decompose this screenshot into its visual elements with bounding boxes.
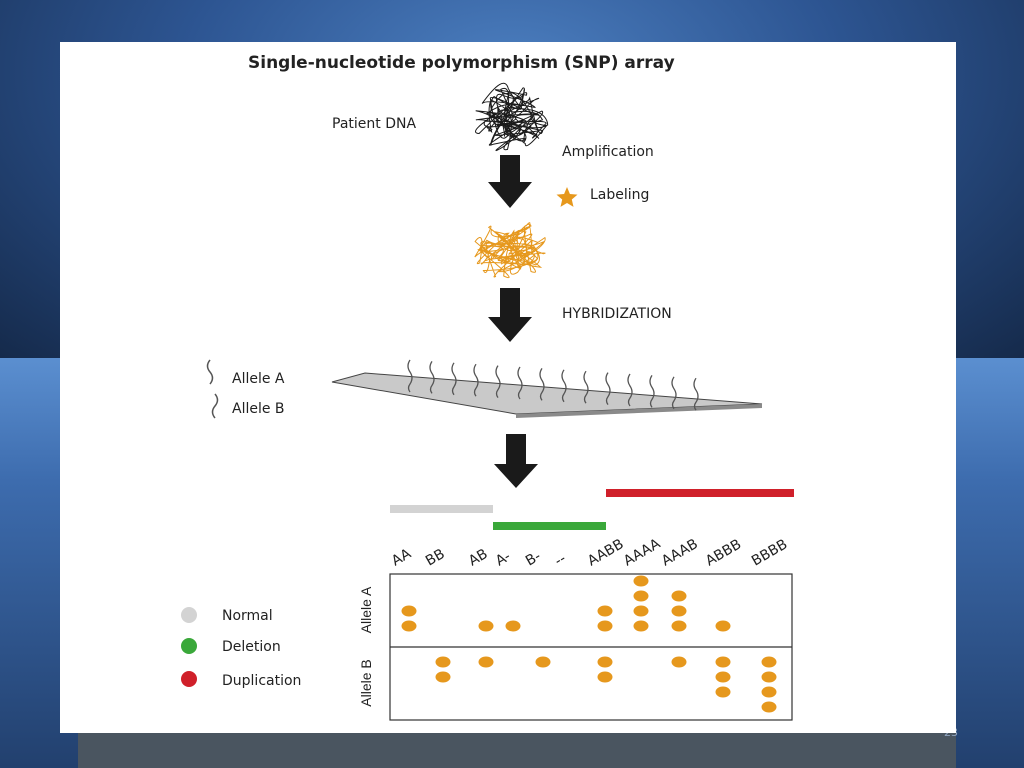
probe-strand xyxy=(517,366,523,400)
genotype-label: AABB xyxy=(585,536,627,569)
copy-dot-allele-a xyxy=(597,620,613,632)
genotype-label: AB xyxy=(466,546,491,569)
copy-dot-allele-a xyxy=(671,620,687,632)
dna-black-strand xyxy=(475,82,549,152)
patient-dna-tangle xyxy=(475,82,549,152)
deletion-category-bar xyxy=(493,522,606,530)
slide-footer-bar xyxy=(78,733,956,768)
allele-b-label: Allele B xyxy=(232,401,285,417)
arrow-down-2 xyxy=(488,288,532,342)
copy-dot-allele-a xyxy=(401,605,417,617)
genotype-label: B- xyxy=(523,548,544,569)
dna-orange-strand xyxy=(474,222,546,279)
copy-dot-allele-b xyxy=(715,686,731,698)
probe-strand xyxy=(473,363,479,397)
copy-dot-allele-a xyxy=(597,605,613,617)
probe-strand xyxy=(605,372,611,405)
legend-duplication-swatch xyxy=(181,671,197,687)
copy-dot-allele-b xyxy=(715,656,731,668)
legend-deletion-swatch xyxy=(181,638,197,654)
copy-dot-allele-b xyxy=(597,656,613,668)
copy-dot-allele-a xyxy=(633,590,649,602)
genotype-label: ABBB xyxy=(703,536,744,569)
probe-strand xyxy=(495,365,501,398)
copy-dot-allele-b xyxy=(671,656,687,668)
probe-strand xyxy=(583,370,589,404)
copy-dot-allele-b xyxy=(761,701,777,713)
copy-dot-allele-b xyxy=(761,656,777,668)
copy-dot-allele-a xyxy=(478,620,494,632)
probe-strand xyxy=(649,375,655,408)
row-label-allele-b: Allele B xyxy=(358,659,374,706)
probe-strand xyxy=(627,373,633,407)
normal-category-bar xyxy=(390,505,493,513)
legend-duplication-label: Duplication xyxy=(222,673,301,689)
arrow-down-3 xyxy=(494,434,538,488)
figure-title: Single-nucleotide polymorphism (SNP) arr… xyxy=(248,53,675,73)
figure-panel: Single-nucleotide polymorphism (SNP) arr… xyxy=(60,42,956,733)
hybridization-label: HYBRIDIZATION xyxy=(562,306,672,322)
genotype-label: BBBB xyxy=(749,536,790,569)
legend-deletion-label: Deletion xyxy=(222,639,281,655)
copy-dot-allele-a xyxy=(671,605,687,617)
copy-dot-allele-a xyxy=(401,620,417,632)
snp-array-diagram: Single-nucleotide polymorphism (SNP) arr… xyxy=(181,53,794,721)
row-label-allele-a: Allele A xyxy=(358,586,374,633)
microarray-probes xyxy=(407,359,699,411)
allele-a-probe-icon xyxy=(206,359,214,385)
probe-strand xyxy=(539,368,545,401)
copy-dot-allele-a xyxy=(633,620,649,632)
probe-strand xyxy=(561,369,567,403)
genotype-label: BB xyxy=(423,546,448,569)
genotype-label: AAAA xyxy=(621,536,664,570)
copy-dot-allele-a xyxy=(633,605,649,617)
genotype-label: AAAB xyxy=(659,536,701,569)
copy-dot-allele-b xyxy=(435,656,451,668)
allele-a-label: Allele A xyxy=(232,371,285,387)
copy-dot-allele-b xyxy=(478,656,494,668)
labeled-dna-tangle xyxy=(474,222,546,279)
copy-dot-allele-b xyxy=(761,686,777,698)
star-icon xyxy=(556,187,578,207)
probe-strand xyxy=(451,362,457,396)
legend: Normal Deletion Duplication xyxy=(181,607,301,689)
copy-dot-allele-a xyxy=(715,620,731,632)
copy-dot-allele-a xyxy=(505,620,521,632)
duplication-category-bar xyxy=(606,489,794,497)
probe-strand xyxy=(693,377,699,411)
copy-dot-allele-a xyxy=(671,590,687,602)
copy-dot-allele-b xyxy=(715,671,731,683)
patient-dna-label: Patient DNA xyxy=(332,116,416,132)
probe-strand xyxy=(429,361,435,394)
copy-dot-allele-b xyxy=(761,671,777,683)
microarray-slide-edge xyxy=(516,404,762,418)
labeling-label: Labeling xyxy=(590,187,649,203)
legend-normal-label: Normal xyxy=(222,608,273,624)
amplification-label: Amplification xyxy=(562,144,654,160)
copy-dot-allele-a xyxy=(633,575,649,587)
arrow-down-1 xyxy=(488,155,532,208)
copy-number-dots xyxy=(401,575,777,713)
genotype-label: A- xyxy=(493,548,513,569)
copy-dot-allele-b xyxy=(435,671,451,683)
copy-dot-allele-b xyxy=(597,671,613,683)
legend-normal-swatch xyxy=(181,607,197,623)
copy-dot-allele-b xyxy=(535,656,551,668)
genotype-label: -- xyxy=(552,551,569,570)
probe-strand xyxy=(671,376,677,410)
probe-strand xyxy=(407,359,413,393)
allele-b-probe-icon xyxy=(211,393,219,419)
genotype-label: AA xyxy=(389,546,414,570)
